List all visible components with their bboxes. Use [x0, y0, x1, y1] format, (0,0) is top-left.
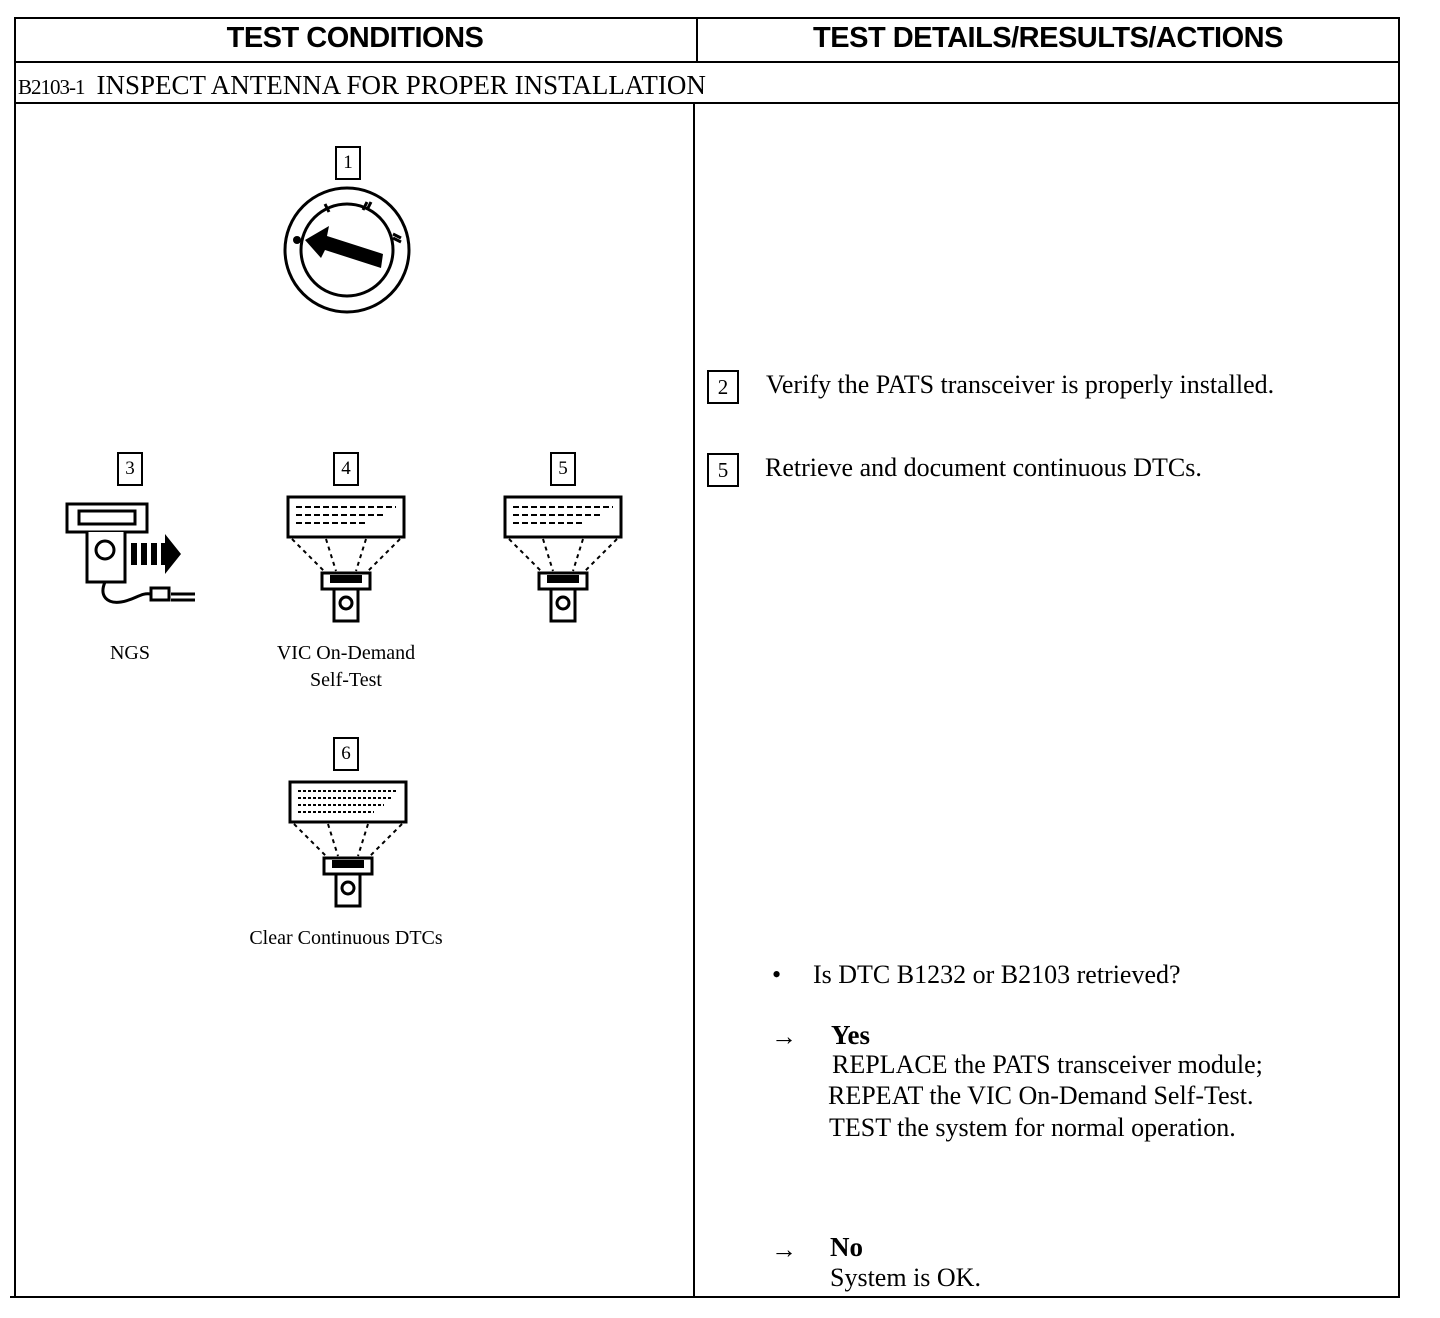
table-right-border-lower — [1398, 432, 1400, 1298]
section-title: INSPECT ANTENNA FOR PROPER INSTALLATION — [96, 70, 706, 100]
clear-dtcs-caption: Clear Continuous DTCs — [249, 927, 443, 949]
step-1-number: 1 — [335, 146, 361, 180]
yes-action-line-3: TEST the system for normal operation. — [829, 1113, 1236, 1142]
ignition-switch-icon — [283, 186, 411, 314]
yes-action-line-1: REPLACE the PATS transceiver module; — [832, 1050, 1263, 1079]
scan-tool-screen-icon — [503, 495, 623, 623]
scan-tool-screen-icon — [286, 495, 406, 623]
question-text: Is DTC B1232 or B2103 retrieved? — [813, 960, 1181, 989]
header-divider — [14, 61, 1400, 63]
section-code: B2103-1 — [18, 75, 85, 99]
table-right-border — [1398, 17, 1400, 432]
ngs-scan-tool-icon — [65, 502, 195, 604]
question-bullet: • — [772, 960, 782, 989]
column-divider — [693, 102, 695, 1298]
detail-step-5-text: Retrieve and document continuous DTCs. — [765, 453, 1202, 482]
section-divider — [14, 102, 1400, 104]
detail-step-5-number: 5 — [707, 453, 739, 487]
header-test-details: TEST DETAILS/RESULTS/ACTIONS — [813, 22, 1283, 54]
yes-action-line-2: REPEAT the VIC On-Demand Self-Test. — [828, 1081, 1254, 1110]
header-column-divider — [696, 17, 698, 63]
yes-label: Yes — [831, 1020, 870, 1050]
table-bottom-border — [10, 1296, 1400, 1298]
detail-step-2-number: 2 — [707, 370, 739, 404]
no-label: No — [830, 1232, 863, 1262]
no-action-line-1: System is OK. — [830, 1263, 981, 1292]
no-arrow-icon: → — [771, 1235, 797, 1264]
table-top-border — [14, 17, 1400, 19]
step-4-number: 4 — [333, 452, 359, 486]
header-test-conditions: TEST CONDITIONS — [226, 22, 484, 54]
vic-caption-line2: Self-Test — [310, 669, 382, 691]
vic-caption-line1: VIC On-Demand — [276, 642, 416, 664]
detail-step-2-text: Verify the PATS transceiver is properly … — [766, 370, 1275, 399]
step-6-number: 6 — [333, 737, 359, 771]
step-5-number-left: 5 — [550, 452, 576, 486]
table-left-border — [14, 17, 16, 1298]
step-3-number: 3 — [117, 452, 143, 486]
yes-arrow-icon: → — [771, 1022, 797, 1051]
section-title-row: B2103-1 INSPECT ANTENNA FOR PROPER INSTAL… — [18, 70, 706, 101]
scan-tool-screen-icon — [288, 780, 408, 908]
ngs-caption: NGS — [109, 642, 150, 664]
